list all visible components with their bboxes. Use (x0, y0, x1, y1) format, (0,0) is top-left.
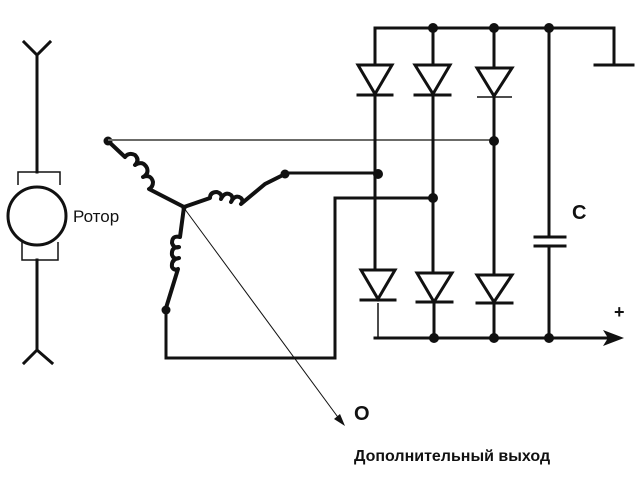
capacitor-label: C (572, 202, 587, 224)
stator-coil-2 (182, 172, 287, 209)
rotor-brush-top (17, 171, 61, 185)
aux-output-terminal-label: O (354, 403, 370, 425)
aux-output-arrowhead (334, 414, 345, 426)
rotor-circle (6, 185, 68, 247)
aux-output-lead (183, 207, 341, 421)
stator-coil-3 (164, 205, 186, 310)
diode-lower-1 (358, 268, 398, 302)
rotor-top-terminal (21, 39, 53, 58)
diode-lower-2 (414, 271, 455, 305)
pos-junction-3 (544, 333, 554, 343)
phase-3-wire (164, 196, 435, 360)
rotor-label: Ротор (73, 207, 120, 226)
pos-junction-1 (429, 333, 439, 343)
stator-coil-1 (106, 139, 186, 209)
diode-upper-3 (474, 66, 515, 99)
diode-upper-1 (355, 63, 395, 97)
rotor (6, 39, 68, 366)
diode-lower-3 (474, 273, 515, 305)
rotor-bottom-terminal (21, 347, 55, 366)
positive-output-label: + (614, 302, 625, 322)
pos-junction-2 (489, 333, 499, 343)
rotor-brush-bottom (21, 242, 59, 261)
positive-output-arrow (603, 330, 624, 346)
diode-upper-2 (412, 63, 453, 97)
aux-output-caption: Дополнительный выход (354, 448, 551, 465)
